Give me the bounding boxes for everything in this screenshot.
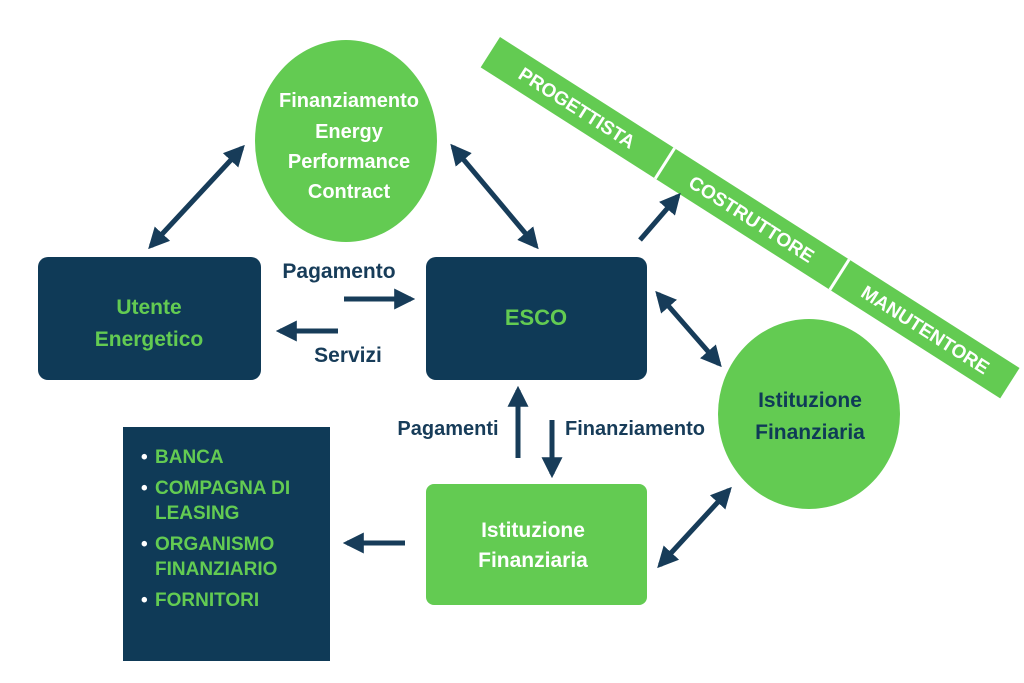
financing-circle-line-1: Finanziamento	[279, 90, 419, 112]
istituzione-circle	[718, 319, 900, 509]
financier-list-box: BANCA COMPAGNA DI LEASING ORGANISMO FINA…	[123, 427, 330, 661]
financing-circle	[255, 40, 437, 242]
arrow-esco-istituzione-circle	[655, 290, 722, 368]
label-pagamenti: Pagamenti	[397, 418, 498, 440]
istituzione-box-line-1: Istituzione	[481, 519, 585, 542]
istituzione-box	[426, 484, 647, 605]
arrow-istituzione-box-circle	[657, 486, 732, 569]
istituzione-box-line-2: Finanziaria	[478, 549, 588, 572]
list-item-fornitori: FORNITORI	[141, 588, 322, 613]
arrow-utente-financing	[148, 144, 245, 250]
esco-box	[426, 257, 647, 380]
list-item-banca: BANCA	[141, 445, 322, 470]
utente-energetico-box	[38, 257, 261, 380]
arrow-esco-banner	[638, 192, 681, 242]
utente-line-1: Utente	[116, 296, 181, 319]
banner-costruttore: COSTRUTTORE	[684, 172, 817, 267]
istituzione-circle-line-2: Finanziaria	[755, 421, 865, 444]
utente-line-2: Energetico	[95, 328, 204, 351]
financing-circle-line-3: Performance	[288, 151, 410, 173]
esco-label: ESCO	[505, 305, 567, 330]
banner-progettista: PROGETTISTA	[514, 64, 638, 154]
list-item-leasing: COMPAGNA DI LEASING	[141, 476, 322, 526]
financing-circle-line-4: Contract	[308, 181, 391, 203]
istituzione-circle-line-1: Istituzione	[758, 389, 862, 412]
list-item-organismo: ORGANISMO FINANZIARIO	[141, 532, 322, 582]
label-finanziamento: Finanziamento	[565, 418, 705, 440]
financier-list: BANCA COMPAGNA DI LEASING ORGANISMO FINA…	[141, 445, 322, 613]
arrow-financing-esco	[450, 143, 539, 250]
label-servizi: Servizi	[314, 344, 382, 367]
label-pagamento: Pagamento	[282, 260, 395, 283]
financing-circle-line-2: Energy	[315, 121, 384, 143]
